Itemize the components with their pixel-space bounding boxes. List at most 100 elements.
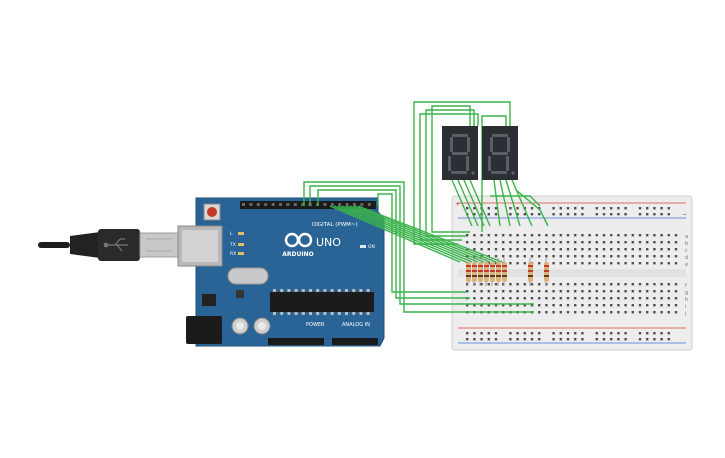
rail-hole <box>552 338 555 341</box>
wire[interactable] <box>413 101 511 245</box>
wire[interactable] <box>457 179 479 227</box>
breadboard-hole <box>631 248 634 251</box>
breadboard-hole <box>610 248 613 251</box>
wire[interactable] <box>431 105 471 233</box>
wire[interactable] <box>357 205 503 263</box>
breadboard-hole <box>552 297 555 300</box>
wire[interactable] <box>499 179 511 227</box>
rail-hole <box>509 332 512 335</box>
wire[interactable] <box>341 205 479 263</box>
breadboard-hole <box>667 290 670 293</box>
wire[interactable] <box>469 179 491 227</box>
row-letters-top: a b c d e <box>685 234 688 268</box>
header-pin <box>360 203 364 206</box>
row-letter: g <box>685 290 688 296</box>
breadboard-hole <box>624 255 627 258</box>
wire[interactable] <box>345 205 485 263</box>
rail-hole <box>667 338 670 341</box>
chip-leg <box>294 289 298 292</box>
breadboard-hole <box>610 283 613 286</box>
rail-hole <box>595 213 598 216</box>
wire[interactable] <box>309 185 534 305</box>
rail-hole <box>466 332 469 335</box>
seven-segment-display-1[interactable] <box>442 126 478 180</box>
rail-hole <box>610 207 613 210</box>
power-header <box>268 338 324 345</box>
breadboard-hole <box>617 283 620 286</box>
breadboard-hole <box>574 241 577 244</box>
breadboard-hole <box>559 283 562 286</box>
breadboard-hole <box>581 248 584 251</box>
breadboard-hole <box>530 297 534 300</box>
breadboard-hole <box>617 248 620 251</box>
breadboard-hole <box>523 255 526 258</box>
wire[interactable] <box>303 181 534 313</box>
wire[interactable] <box>419 113 479 241</box>
wire[interactable] <box>337 205 473 263</box>
dc-power-jack <box>186 316 222 344</box>
row-letter: e <box>685 262 688 268</box>
breadboard-hole <box>617 262 620 265</box>
wire[interactable] <box>493 179 501 227</box>
breadboard-hole <box>516 290 519 293</box>
header-pin <box>256 203 260 206</box>
breadboard-hole <box>523 297 526 300</box>
breadboard-hole <box>653 262 656 265</box>
wire[interactable] <box>490 195 541 207</box>
breadboard-hole <box>638 241 642 244</box>
breadboard-hole <box>566 255 570 258</box>
rail-hole <box>538 338 541 341</box>
rail-hole <box>602 332 606 335</box>
breadboard-hole <box>653 248 656 251</box>
header-pin <box>271 203 275 206</box>
row-letter: b <box>685 241 688 247</box>
breadboard-hole <box>523 262 526 265</box>
resistor-group <box>466 258 549 286</box>
wire[interactable] <box>511 179 533 227</box>
wire[interactable] <box>317 189 470 299</box>
seven-segment-display-2[interactable] <box>482 126 518 180</box>
usb-cable[interactable] <box>38 229 179 261</box>
breadboard-hole <box>487 241 490 244</box>
breadboard-hole <box>559 290 562 293</box>
wire[interactable] <box>353 205 497 263</box>
breadboard-hole <box>574 248 577 251</box>
wire[interactable] <box>425 109 475 237</box>
resistor-band <box>466 275 471 277</box>
breadboard-hole <box>653 241 656 244</box>
breadboard-hole <box>480 241 483 244</box>
arduino-uno-board[interactable]: ARDUINO UNO DIGITAL (PWM~) POWER ANALOG … <box>177 197 385 347</box>
wire[interactable] <box>451 179 473 227</box>
chip-leg <box>337 289 341 292</box>
breadboard-hole <box>653 283 656 286</box>
breadboard-hole <box>602 255 606 258</box>
breadboard-hole <box>581 311 584 314</box>
jumper-wires[interactable] <box>303 101 549 313</box>
breadboard-hole <box>552 248 555 251</box>
breadboard-hole <box>617 255 620 258</box>
breadboard-hole <box>516 283 519 286</box>
breadboard-hole <box>538 262 541 265</box>
breadboard-hole <box>552 234 555 237</box>
rail-hole <box>566 213 570 216</box>
breadboard-hole <box>638 262 642 265</box>
row-letter: c <box>685 248 688 254</box>
resistor-band <box>496 270 501 272</box>
voltage-regulator <box>202 294 216 306</box>
breadboard-hole <box>530 283 534 286</box>
breadboard-hole <box>509 234 512 237</box>
breadboard-hole <box>610 255 613 258</box>
rail-hole <box>581 213 584 216</box>
wire[interactable] <box>329 205 461 263</box>
breadboard-hole <box>595 283 598 286</box>
breadboard-hole <box>516 234 519 237</box>
breadboard-hole <box>559 311 562 314</box>
resistor-band <box>478 275 483 277</box>
breadboard-hole <box>588 234 591 237</box>
breadboard-hole <box>581 290 584 293</box>
wire[interactable] <box>463 179 485 227</box>
breadboard-hole <box>617 311 620 314</box>
wire[interactable] <box>377 193 466 293</box>
wire[interactable] <box>505 179 521 227</box>
breadboard-hole <box>566 304 570 307</box>
